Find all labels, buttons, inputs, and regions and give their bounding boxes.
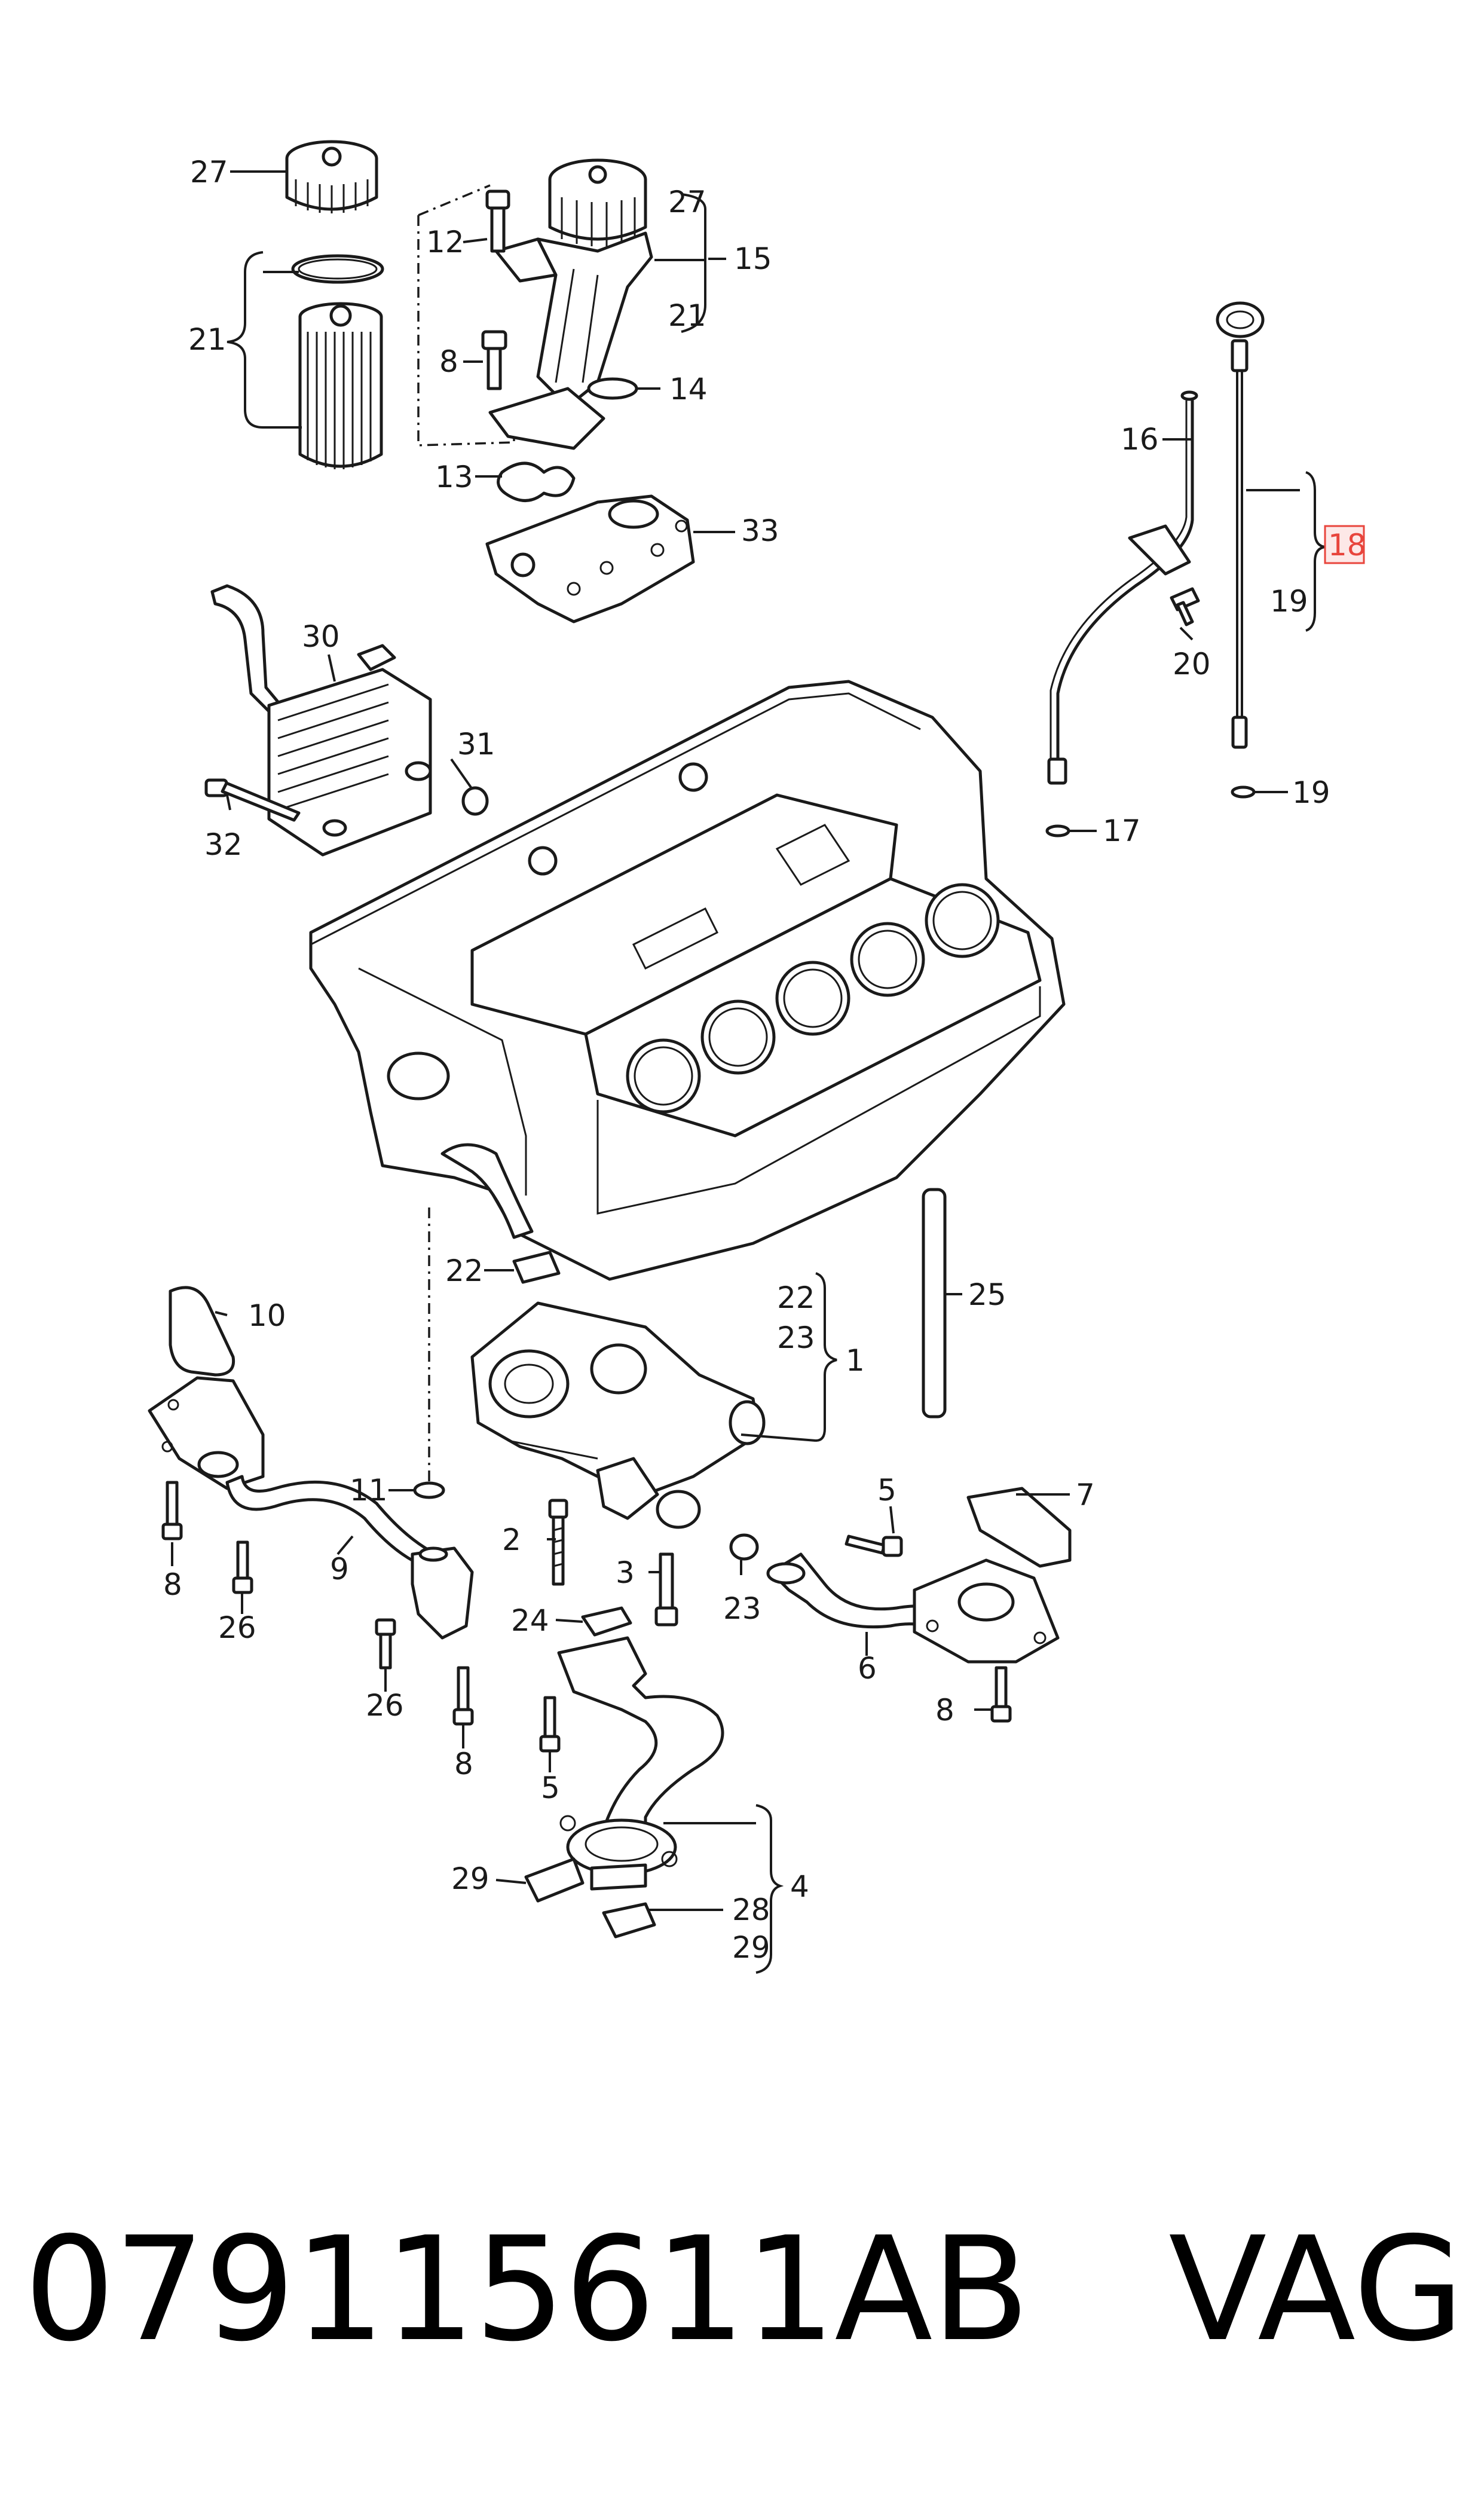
callout-17: 17 [1103,814,1141,848]
bolt-8-right [990,1666,1012,1723]
pump-pickup-left [411,1546,474,1640]
callout-27b: 27 [668,185,706,219]
oil-pump-1 [470,1301,766,1529]
bolt-5-bottom [539,1696,561,1753]
oil-cooler-30 [210,584,432,857]
callout-4: 4 [790,1869,809,1904]
callout-8c: 8 [935,1693,954,1728]
oil-filter-housing-15 [488,158,653,450]
callout-6: 6 [858,1651,877,1686]
callout-25: 25 [968,1277,1006,1312]
callout-13: 13 [435,460,473,494]
oring-11 [413,1481,445,1499]
callout-5b: 5 [541,1771,560,1805]
pipe-25 [922,1188,947,1419]
part-number: 079115611AB [24,2206,1030,2373]
callout-1: 1 [846,1343,865,1378]
callout-8a: 8 [439,344,458,379]
flange-left [148,1376,265,1490]
bolt-8-top [481,330,507,390]
callout-26a: 26 [218,1610,256,1645]
bolt-8-left [161,1481,183,1540]
callout-9: 9 [330,1552,349,1586]
bolt-26-left [232,1540,253,1594]
callout-14: 14 [669,372,708,406]
bolt-26-mid [375,1618,396,1670]
engine-block [309,680,1066,1281]
oring-23 [729,1533,759,1561]
callout-21b: 21 [668,298,706,333]
bolt-2 [548,1499,568,1586]
flange-right [913,1558,1060,1664]
callout-29b: 29 [732,1930,770,1965]
callout-30: 30 [302,619,340,654]
brand-name: VAG [1168,2206,1464,2373]
callout-29a: 29 [451,1861,489,1896]
oil-filter-element-21 [298,302,383,469]
callout-12: 12 [426,225,464,259]
filter-axis-line [417,215,515,447]
callout-21a: 21 [188,322,227,357]
gasket-10 [169,1286,235,1377]
callout-20: 20 [1173,647,1211,681]
callout-8b: 8 [163,1567,182,1602]
oil-pickup-tube-4 [557,1636,724,1891]
seal-31 [461,786,489,816]
bolt-3 [654,1552,678,1627]
callout-10: 10 [248,1298,286,1333]
bolt-8-mid [452,1666,474,1726]
callout-labels: 27 27 12 15 21 21 8 14 13 33 16 18 19 20… [163,155,1366,1965]
bolt-20 [1170,587,1200,626]
callout-15: 15 [734,241,772,276]
callout-7: 7 [1076,1478,1095,1512]
callout-23a: 23 [777,1320,815,1355]
callout-24: 24 [511,1603,549,1638]
bolt-12 [485,189,510,253]
bolt-32 [204,778,301,822]
clip-29 [524,1857,585,1903]
oring-17 [1045,824,1070,837]
callout-23b: 23 [723,1591,761,1626]
gasket-13 [497,461,576,502]
oring-21 [291,254,384,284]
callout-22b: 22 [777,1280,815,1315]
gasket-22 [512,1251,561,1284]
dipstick-18 [1216,301,1265,749]
callout-27a: 27 [190,155,228,189]
clip-28 [602,1902,656,1939]
callout-8d: 8 [454,1747,473,1781]
callout-3: 3 [616,1555,635,1590]
callout-28: 28 [732,1893,770,1927]
footer: 079115611AB VAG [24,2200,1464,2379]
callout-16: 16 [1121,422,1159,457]
callout-33: 33 [741,513,779,548]
bolt-5-right [844,1534,903,1557]
gasket-24 [581,1606,632,1637]
seal-14 [587,377,638,400]
callout-11: 11 [350,1473,388,1508]
callout-22a: 22 [445,1254,484,1288]
callout-18: 18 [1328,528,1366,562]
callout-18-highlight-box [1324,525,1365,564]
callout-19a: 19 [1270,584,1308,619]
filter-flange-33 [485,494,695,623]
gasket-7 [966,1487,1072,1568]
oring-19-lower [1231,785,1256,799]
callout-5a: 5 [877,1473,896,1508]
oil-filter-cap-27 [285,140,378,213]
callout-26b: 26 [366,1688,404,1723]
callout-32: 32 [204,827,243,862]
dipstick-guide-tube-16 [1047,390,1198,785]
callout-2: 2 [502,1523,521,1557]
callout-31: 31 [457,727,495,762]
callout-19b: 19 [1292,775,1330,810]
leader-lines [171,170,1327,1974]
